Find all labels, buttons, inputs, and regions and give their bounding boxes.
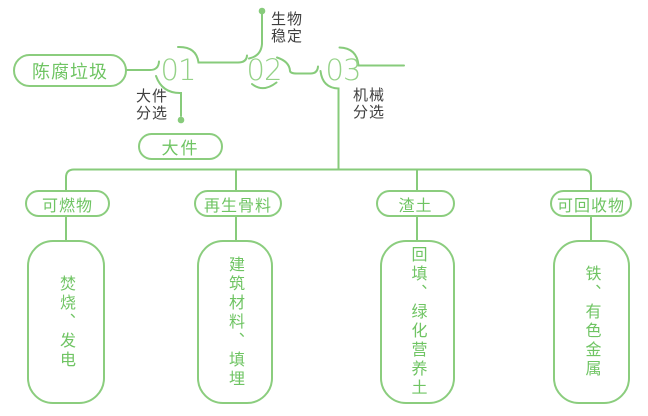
category-label: 再生骨料 <box>203 195 272 215</box>
category-label: 可回收物 <box>556 195 625 215</box>
stage-number-02: 02 <box>246 53 283 87</box>
swirl-01-down <box>155 75 182 117</box>
line-02-up <box>248 13 263 60</box>
stage-number-03: 03 <box>325 53 362 87</box>
category-pill-recycled-aggregate: 再生骨料 <box>194 190 282 217</box>
disposal-text: 焚烧、发电 <box>57 274 76 370</box>
disposal-text: 建筑材料、填埋 <box>226 255 245 389</box>
connector-source-to-01 <box>126 60 160 71</box>
dot-01-branch <box>177 116 185 124</box>
source-label: 陈腐垃圾 <box>32 61 108 83</box>
distribution-line <box>65 168 592 191</box>
connector-02-to-03 <box>276 56 319 75</box>
disposal-box-recyclables: 铁、有色金属 <box>553 240 630 404</box>
stage-number-01: 01 <box>160 53 197 87</box>
stage-01-process-label: 大件 分选 <box>136 87 169 122</box>
stage-03-process-label: 机械 分选 <box>353 86 386 121</box>
disposal-text: 铁、有色金属 <box>582 265 602 379</box>
category-pill-combustibles: 可燃物 <box>25 190 110 217</box>
arc-03-tail <box>338 46 405 67</box>
bulky-output-pill: 大件 <box>138 133 223 160</box>
swirl-03-down <box>319 70 340 171</box>
disposal-box-slag-soil: 回填、绿化营养土 <box>380 240 455 404</box>
arc-01-to-02 <box>177 45 248 64</box>
arc-02-bottom <box>251 81 278 90</box>
dot-02-branch <box>258 7 266 15</box>
category-pill-slag-soil: 渣土 <box>376 190 455 217</box>
category-pill-recyclables: 可回收物 <box>550 190 632 217</box>
source-pill: 陈腐垃圾 <box>13 54 127 87</box>
disposal-box-combustibles: 焚烧、发电 <box>27 240 105 404</box>
category-label: 可燃物 <box>41 195 93 215</box>
bulky-output-label: 大件 <box>161 139 200 159</box>
stage-02-process-label: 生物 稳定 <box>271 10 304 45</box>
disposal-text: 回填、绿化营养土 <box>408 246 428 398</box>
category-label: 渣土 <box>398 195 433 215</box>
disposal-box-recycled-aggregate: 建筑材料、填埋 <box>197 240 273 404</box>
